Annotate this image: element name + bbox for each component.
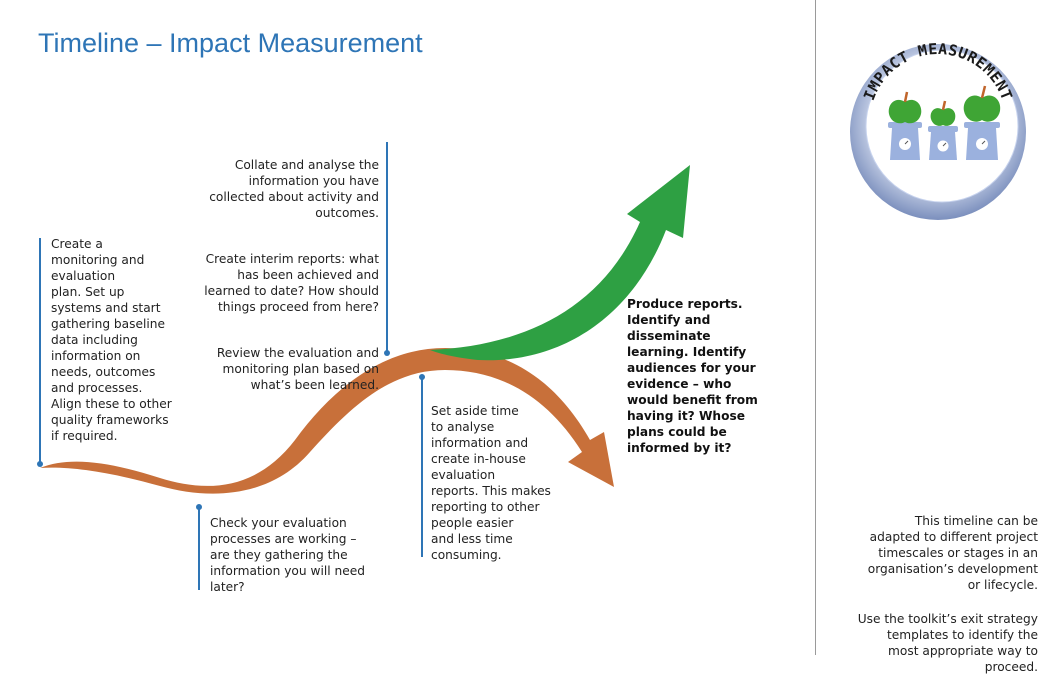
step4-marker-line bbox=[421, 377, 423, 557]
green-success-arrow bbox=[430, 165, 690, 361]
apples-on-scales-icon bbox=[888, 85, 1001, 160]
step1-marker-line bbox=[39, 238, 41, 464]
step1-text: Create a monitoring and evaluation plan.… bbox=[51, 237, 172, 443]
step5-text: Produce reports. Identify and disseminat… bbox=[627, 297, 758, 455]
page-title: Timeline – Impact Measurement bbox=[38, 28, 423, 58]
sidebar-note-exit-strategy: Use the toolkit’s exit strategy template… bbox=[857, 612, 1038, 674]
step2-text: Check your evaluation processes are work… bbox=[210, 516, 365, 594]
step4-marker-dot bbox=[419, 374, 425, 380]
sidebar-divider bbox=[815, 0, 816, 655]
step3-marker-dot bbox=[384, 350, 390, 356]
timeline-diagram bbox=[40, 165, 690, 494]
step1-marker-dot bbox=[37, 461, 43, 467]
step4-text: Set aside time to analyse information an… bbox=[431, 404, 551, 562]
step3-review-text: Review the evaluation and monitoring pla… bbox=[216, 346, 379, 392]
step3-marker-line bbox=[386, 142, 388, 353]
orange-timeline-arrow bbox=[40, 348, 614, 494]
step3-interim-text: Create interim reports: what has been ac… bbox=[204, 252, 379, 314]
sidebar-note-adapt: This timeline can be adapted to differen… bbox=[867, 514, 1038, 592]
step3-text-block: Collate and analyse the information you … bbox=[180, 141, 379, 409]
impact-measurement-logo: IMPACT MEASUREMENT bbox=[850, 40, 1026, 220]
step2-marker-line bbox=[198, 507, 200, 590]
step3-collate-text: Collate and analyse the information you … bbox=[209, 158, 379, 220]
step2-marker-dot bbox=[196, 504, 202, 510]
